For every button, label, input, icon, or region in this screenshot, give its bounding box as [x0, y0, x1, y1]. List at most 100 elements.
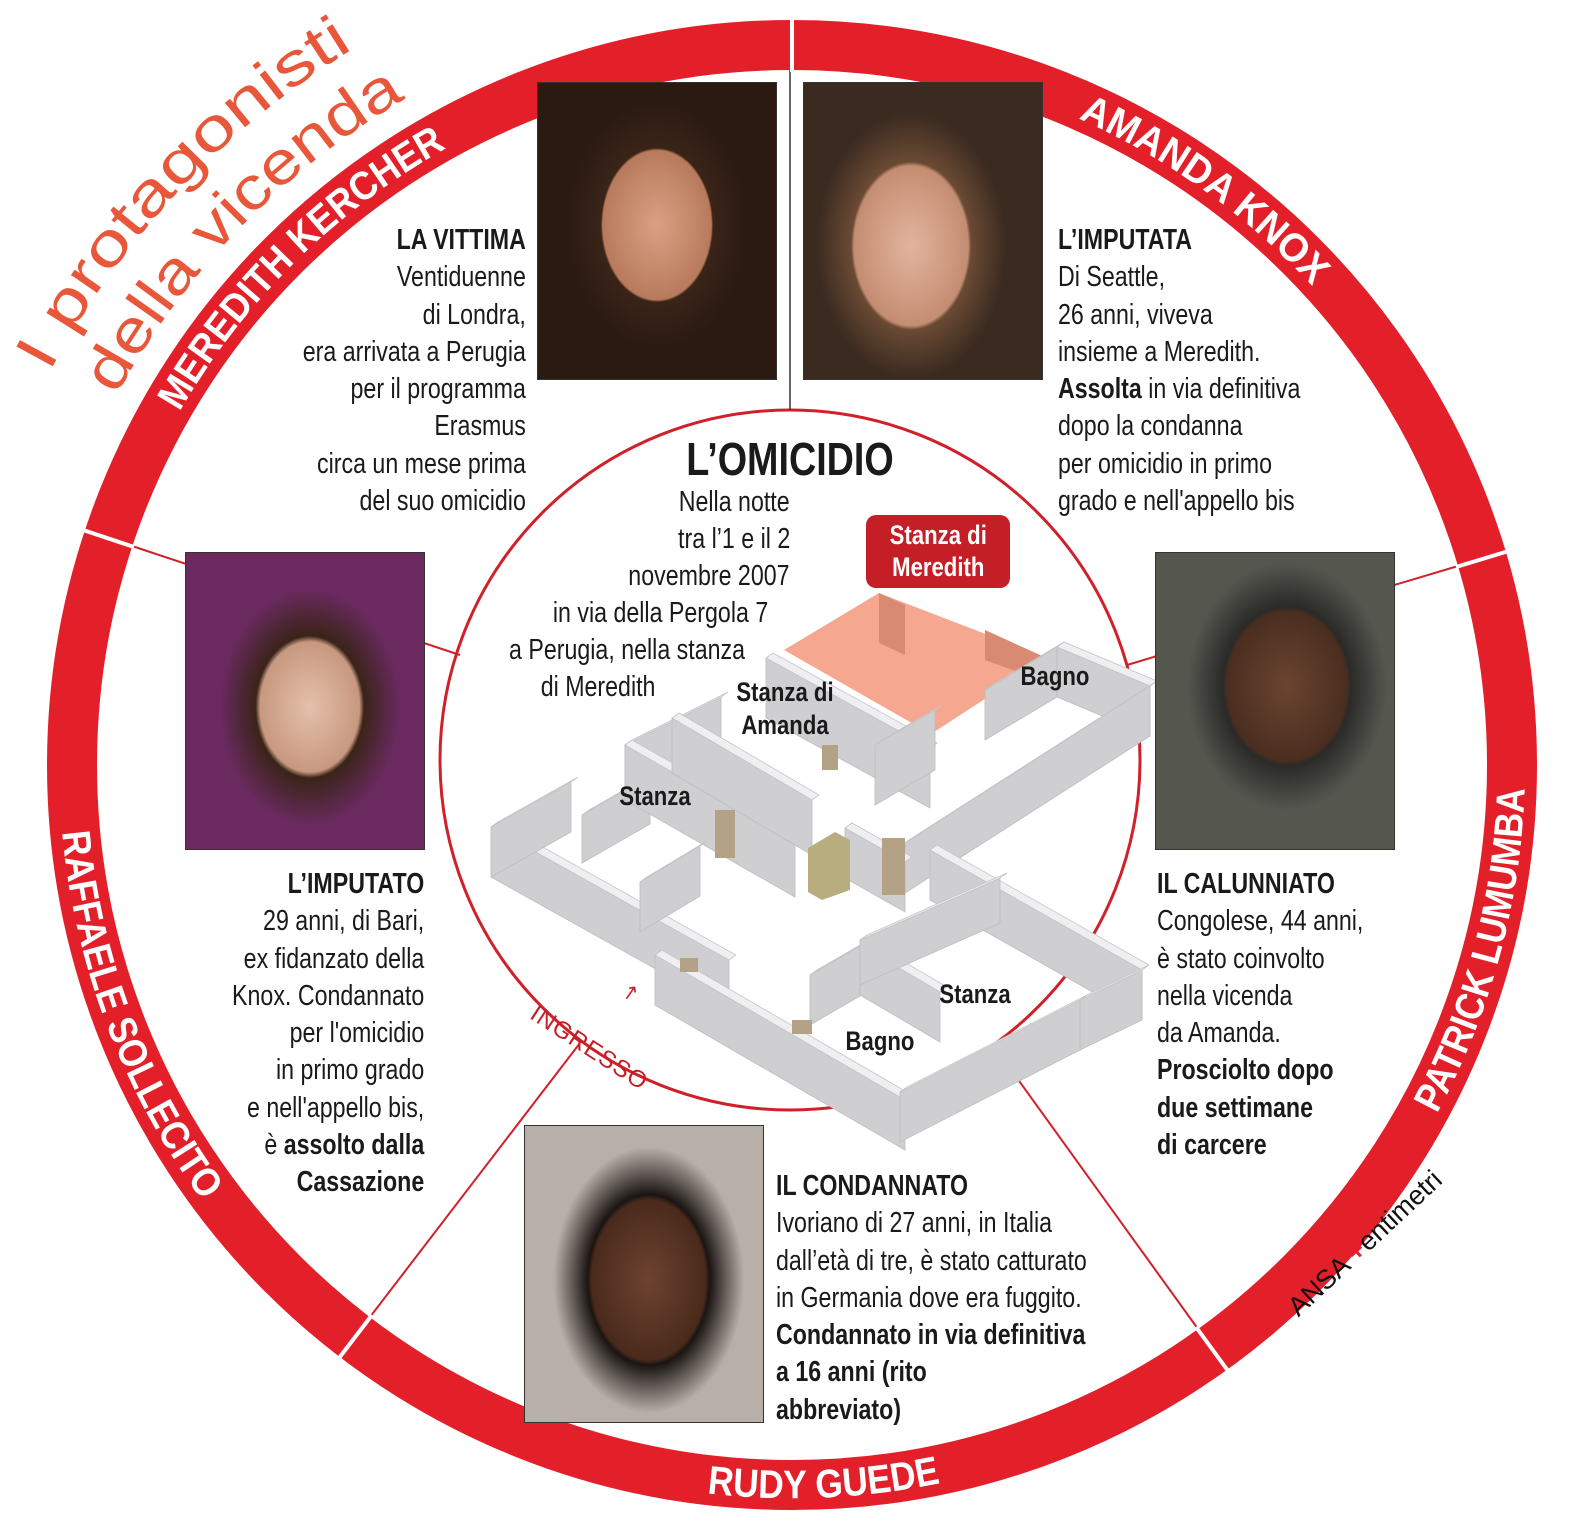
- description-line: di carcere: [1157, 1127, 1363, 1164]
- description-line: Ventiduenne: [303, 259, 526, 296]
- text: nella vicenda: [1157, 979, 1293, 1012]
- description-line: circa un mese prima: [303, 446, 526, 483]
- description-line: 26 anni, viveva: [1058, 297, 1300, 334]
- bathroom-bottom-label: Bagno: [845, 1026, 915, 1056]
- role-heading: IL CALUNNIATO: [1157, 868, 1335, 900]
- omicidio-line: tra l’1 e il 2: [677, 523, 790, 555]
- role-heading: IL CONDANNATO: [776, 1170, 969, 1202]
- role-heading: L’IMPUTATO: [287, 868, 424, 900]
- text: Knox. Condannato: [231, 979, 424, 1012]
- text: grado e nell'appello bis: [1058, 485, 1295, 518]
- description-line: Cassazione: [232, 1164, 424, 1201]
- omicidio-title: L’OMICIDIO: [686, 433, 894, 485]
- omicidio-line: in via della Pergola 7: [552, 597, 768, 629]
- meredith-room-wall: [879, 593, 905, 655]
- description-line: dall’età di tre, è stato catturato: [776, 1243, 1087, 1280]
- bold-text: a 16 anni (rito: [776, 1356, 927, 1389]
- text: dall’età di tre, è stato catturato: [776, 1244, 1087, 1277]
- description-line: grado e nell'appello bis: [1058, 483, 1300, 520]
- text: per il programma: [350, 373, 526, 406]
- description-line: da Amanda.: [1157, 1015, 1363, 1052]
- text: ex fidanzato della: [243, 942, 424, 975]
- role-heading: L’IMPUTATA: [1058, 224, 1193, 256]
- description-line: insieme a Meredith.: [1058, 334, 1300, 371]
- text: circa un mese prima: [317, 447, 526, 480]
- description-line: per il programma: [303, 371, 526, 408]
- wall-top: [490, 776, 579, 828]
- text: di Londra,: [422, 298, 526, 331]
- door: [680, 958, 698, 972]
- wall-top: [899, 994, 1088, 1093]
- photo-rudy-guede: [524, 1125, 764, 1423]
- bathroom-top-label: Bagno: [1020, 661, 1090, 691]
- door: [792, 1020, 812, 1034]
- text: è stato coinvolto: [1157, 942, 1325, 975]
- description-line: in primo grado: [232, 1052, 424, 1089]
- room-bottom-label: Stanza: [939, 979, 1011, 1009]
- furniture-block: [808, 832, 850, 900]
- floor-plan: [490, 593, 1158, 1151]
- bold-text: Condannato in via definitiva: [776, 1319, 1086, 1352]
- text: da Amanda.: [1157, 1017, 1281, 1050]
- room-left-label: Stanza: [619, 781, 691, 811]
- text: Congolese, 44 anni,: [1157, 905, 1364, 938]
- description-line: due settimane: [1157, 1090, 1363, 1127]
- text: Ventiduenne: [396, 261, 526, 294]
- omicidio-line: Nella notte: [679, 486, 790, 518]
- text: in primo grado: [275, 1054, 424, 1087]
- wall-top: [765, 652, 938, 749]
- description-line: ex fidanzato della: [232, 941, 424, 978]
- wall-top: [671, 712, 820, 801]
- bold-text: abbreviato): [776, 1393, 902, 1426]
- photo-amanda-knox: [803, 82, 1043, 380]
- description-line: Erasmus: [303, 408, 526, 445]
- bold-text: di carcere: [1157, 1129, 1267, 1162]
- wall-top: [874, 704, 943, 746]
- text: del suo omicidio: [359, 485, 526, 518]
- bold-text: Cassazione: [296, 1166, 424, 1199]
- text: Di Seattle,: [1058, 261, 1166, 294]
- door: [715, 810, 735, 858]
- text: per omicidio in primo: [1058, 447, 1273, 480]
- bold-text: due settimane: [1157, 1091, 1313, 1124]
- bold-text: Prosciolto dopo: [1157, 1054, 1334, 1087]
- wall-top: [859, 872, 1008, 941]
- description-line: Congolese, 44 anni,: [1157, 903, 1363, 940]
- text: in Germania dove era fuggito.: [776, 1281, 1082, 1314]
- description-line: Condannato in via definitiva: [776, 1317, 1087, 1354]
- description-line: di Londra,: [303, 297, 526, 334]
- door: [882, 838, 905, 895]
- description-line: era arrivata a Perugia: [303, 334, 526, 371]
- description-line: del suo omicidio: [303, 483, 526, 520]
- text: e nell'appello bis,: [246, 1091, 424, 1124]
- door: [822, 745, 838, 770]
- description-line: a 16 anni (rito: [776, 1354, 1087, 1391]
- description-line: dopo la condanna: [1058, 408, 1300, 445]
- description-line: in Germania dove era fuggito.: [776, 1280, 1087, 1317]
- text: 29 anni, di Bari,: [262, 905, 424, 938]
- bold-text: assolto dalla: [283, 1129, 424, 1162]
- description-line: è assolto dalla: [232, 1127, 424, 1164]
- omicidio-line: di Meredith: [540, 671, 655, 703]
- description-line: Ivoriano di 27 anni, in Italia: [776, 1205, 1087, 1242]
- text: era arrivata a Perugia: [302, 335, 526, 368]
- photo-meredith-kercher: [537, 82, 777, 380]
- text: in via definitiva: [1141, 373, 1301, 406]
- text: dopo la condanna: [1058, 410, 1243, 443]
- description-line: Assolta in via definitiva: [1058, 371, 1300, 408]
- text: insieme a Meredith.: [1058, 335, 1261, 368]
- patrick-description: IL CALUNNIATO Congolese, 44 anni, è stato …: [1157, 866, 1363, 1164]
- omicidio-line: novembre 2007: [628, 560, 790, 592]
- bold-text: Assolta: [1058, 373, 1142, 406]
- raffaele-description: L’IMPUTATO 29 anni, di Bari, ex fidanzato …: [232, 866, 424, 1202]
- description-line: per l'omicidio: [232, 1015, 424, 1052]
- omicidio-line: a Perugia, nella stanza: [508, 634, 745, 666]
- photo-patrick-lumumba: [1155, 552, 1395, 850]
- description-line: abbreviato): [776, 1392, 1087, 1429]
